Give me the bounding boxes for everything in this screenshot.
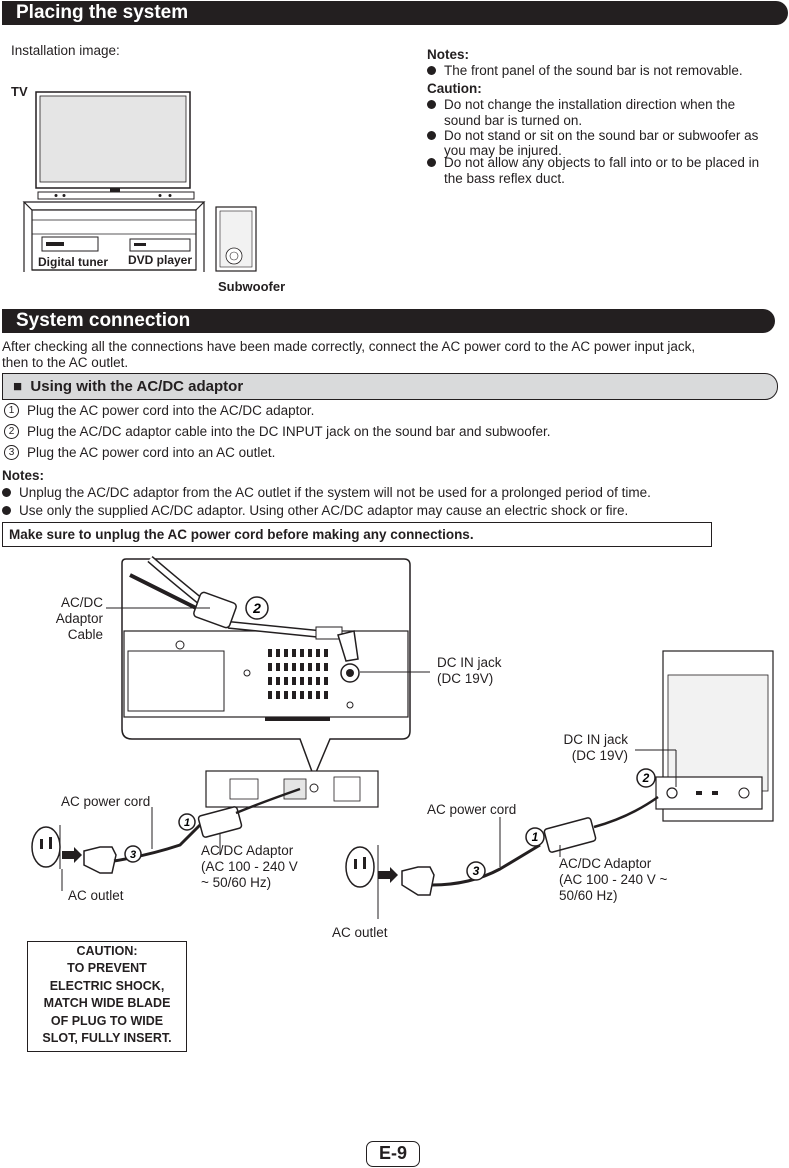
ac-power-cord-left-label: AC power cord	[61, 794, 151, 809]
ac-outlet-left-label: AC outlet	[68, 888, 124, 903]
installation-illustration	[22, 91, 257, 272]
step-number: 3	[4, 444, 19, 460]
warning-box: Make sure to unplug the AC power cord be…	[2, 522, 712, 547]
digital-tuner-label: Digital tuner	[38, 255, 109, 269]
ac-outlet-right-label: AC outlet	[332, 925, 388, 940]
note-item: The front panel of the sound bar is not …	[427, 63, 743, 79]
bullet-icon	[2, 505, 11, 515]
caution-line: OF PLUG TO WIDE	[50, 1013, 164, 1028]
notes-heading: Notes:	[2, 468, 45, 483]
intro-text-cont: then to the AC outlet.	[2, 355, 129, 370]
bullet-icon	[427, 130, 436, 140]
warning-text: Make sure to unplug the AC power cord be…	[9, 527, 474, 542]
bullet-icon	[427, 99, 436, 109]
caution-heading: Caution:	[427, 81, 482, 96]
caution-line: CAUTION:	[76, 944, 138, 958]
note-item: Use only the supplied AC/DC adaptor. Usi…	[2, 503, 628, 519]
callout-3-label: 3	[130, 849, 136, 861]
callout-1-label: 1	[532, 830, 539, 844]
subheading: ■ Using with the AC/DC adaptor	[13, 378, 244, 395]
section-title: Placing the system	[16, 2, 189, 23]
page-number: E-9	[366, 1141, 420, 1167]
ac-power-cord-right-label: AC power cord	[427, 802, 517, 817]
adaptor-left-label: AC/DC Adaptor (AC 100 - 240 V ~ 50/60 Hz…	[201, 843, 298, 890]
section-header-placing: Placing the system	[2, 1, 788, 25]
caution-item: Do not allow any objects to fall into or…	[427, 155, 759, 171]
dc-in-jack-sub-label: DC IN jack (DC 19V)	[563, 732, 628, 763]
step-number: 1	[4, 402, 19, 418]
tv-label: TV	[11, 84, 28, 99]
caution-line: MATCH WIDE BLADE	[43, 996, 171, 1011]
intro-text: After checking all the connections have …	[2, 339, 696, 354]
caution-item: Do not stand or sit on the sound bar or …	[427, 128, 758, 144]
caution-line: TO PREVENT	[67, 961, 147, 976]
callout-2-label: 2	[252, 600, 261, 616]
caution-box: CAUTION: TO PREVENT ELECTRIC SHOCK, MATC…	[27, 941, 187, 1052]
caution-item: Do not change the installation direction…	[427, 97, 735, 113]
callout-2-label: 2	[642, 771, 650, 785]
caution-line: ELECTRIC SHOCK,	[49, 978, 165, 993]
note-item: Unplug the AC/DC adaptor from the AC out…	[2, 485, 651, 501]
caution-line: SLOT, FULLY INSERT.	[42, 1031, 172, 1046]
callout-1-label: 1	[184, 817, 190, 829]
connection-diagram: 2 1 3 1 3 2	[31, 555, 774, 919]
subwoofer-label: Subwoofer	[218, 279, 286, 294]
bullet-icon	[427, 65, 436, 75]
dc-in-jack-label: DC IN jack (DC 19V)	[437, 655, 502, 686]
bullet-icon	[2, 487, 11, 497]
subheading-bar: ■ Using with the AC/DC adaptor	[2, 373, 778, 400]
section-title: System connection	[16, 310, 191, 331]
caution-item-cont: the bass reflex duct.	[444, 171, 565, 186]
dvd-player-label: DVD player	[128, 253, 193, 267]
adaptor-right-label: AC/DC Adaptor (AC 100 - 240 V ~ 50/60 Hz…	[559, 856, 668, 903]
adaptor-cable-label: AC/DC Adaptor Cable	[55, 595, 103, 642]
bullet-icon	[427, 157, 436, 167]
section-header-connection: System connection	[2, 309, 775, 333]
callout-3-label: 3	[473, 864, 480, 878]
notes-heading: Notes:	[427, 47, 470, 62]
caution-item-cont: you may be injured.	[444, 143, 562, 158]
installation-image-label: Installation image:	[11, 43, 120, 58]
step-number: 2	[4, 423, 19, 439]
caution-item-cont: sound bar is turned on.	[444, 113, 583, 128]
